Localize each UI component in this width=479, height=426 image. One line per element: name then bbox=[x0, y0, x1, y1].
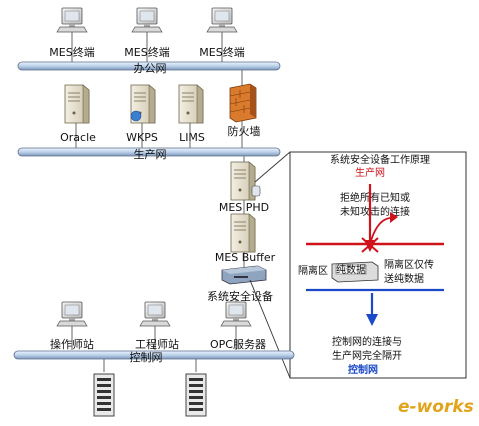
control-network-bus: 控制网 bbox=[13, 350, 295, 364]
principle-control-text-2: 生产网完全隔开 bbox=[332, 349, 402, 362]
mes-buffer-label: MES Buffer bbox=[215, 251, 276, 264]
principle-bottom-zone: 控制网 bbox=[348, 363, 378, 376]
office-network-bus: 办公网 bbox=[17, 61, 281, 75]
mes-phd-label: MES PHD bbox=[219, 201, 269, 214]
terminal-icon bbox=[139, 301, 171, 327]
terminal-icon bbox=[131, 7, 163, 33]
principle-device-label: 纯数据 bbox=[336, 263, 366, 276]
principle-panel: 系统安全设备工作原理 生产网 拒绝所有已知或 未知攻击的连接 隔离区 纯数据 隔… bbox=[289, 151, 467, 379]
control-rack-2 bbox=[185, 359, 207, 417]
pure-data-device: 纯数据 bbox=[331, 261, 379, 283]
office-network-label: 办公网 bbox=[134, 62, 167, 75]
firewall-icon bbox=[229, 83, 257, 123]
control-station-operator: 操作师站 bbox=[50, 301, 94, 351]
security-device: 系统安全设备 bbox=[207, 265, 273, 303]
rack-server-icon bbox=[93, 373, 115, 417]
principle-panel-frame bbox=[289, 151, 467, 379]
server-icon bbox=[230, 213, 256, 253]
engineer-station-label: 工程师站 bbox=[135, 337, 179, 351]
server-lims-label: LIMS bbox=[179, 131, 205, 144]
firewall-label: 防火墙 bbox=[228, 124, 261, 138]
globe-icon bbox=[130, 110, 142, 122]
principle-block-text-1: 拒绝所有已知或 bbox=[340, 191, 410, 204]
principle-top-zone: 生产网 bbox=[355, 166, 385, 179]
principle-panel-title: 系统安全设备工作原理 bbox=[330, 153, 430, 166]
security-device-icon bbox=[221, 265, 267, 285]
opc-server-label: OPC服务器 bbox=[210, 338, 266, 351]
firewall: 防火墙 bbox=[228, 83, 261, 138]
production-network-label: 生产网 bbox=[134, 147, 167, 161]
office-terminal-label: MES终端 bbox=[124, 45, 169, 59]
principle-block-text-2: 未知攻击的连接 bbox=[340, 205, 410, 218]
database-icon bbox=[251, 185, 261, 197]
server-icon bbox=[230, 161, 256, 201]
server-wkps: WKPS bbox=[126, 84, 158, 148]
office-terminal-label: MES终端 bbox=[199, 45, 244, 59]
terminal-icon bbox=[56, 301, 88, 327]
terminal-icon bbox=[56, 7, 88, 33]
callout-line-bottom bbox=[249, 279, 291, 379]
mes-phd-server: MES PHD bbox=[219, 161, 269, 214]
principle-isolation-text-2: 送纯数据 bbox=[384, 272, 424, 285]
rack-server-icon bbox=[185, 373, 207, 417]
office-terminal-2: MES终端 bbox=[124, 7, 170, 62]
mes-buffer-server: MES Buffer bbox=[215, 213, 276, 264]
down-arrow-icon bbox=[366, 293, 378, 326]
control-station-engineer: 工程师站 bbox=[135, 301, 179, 351]
watermark-text: e-works bbox=[398, 397, 474, 417]
server-wkps-label: WKPS bbox=[126, 131, 158, 144]
server-oracle-label: Oracle bbox=[60, 131, 96, 144]
production-network-bus: 生产网 bbox=[17, 147, 281, 161]
server-oracle: Oracle bbox=[60, 84, 96, 148]
control-opc-server: OPC服务器 bbox=[210, 300, 266, 351]
server-icon bbox=[178, 84, 204, 124]
operator-station-label: 操作师站 bbox=[50, 337, 94, 351]
control-rack-1 bbox=[93, 359, 115, 417]
terminal-icon bbox=[206, 7, 238, 33]
server-lims: LIMS bbox=[178, 84, 205, 148]
office-terminal-3: MES终端 bbox=[199, 7, 245, 62]
server-icon bbox=[64, 84, 90, 124]
watermark-logo: e-works bbox=[398, 397, 474, 417]
principle-isolation-label: 隔离区 bbox=[298, 264, 328, 277]
security-device-label: 系统安全设备 bbox=[207, 289, 273, 303]
callout-line-top bbox=[254, 151, 291, 183]
principle-control-text-1: 控制网的连接与 bbox=[332, 335, 402, 348]
principle-isolation-text-1: 隔离区仅传 bbox=[384, 258, 434, 271]
control-network-label: 控制网 bbox=[130, 350, 163, 364]
office-terminal-1: MES终端 bbox=[49, 7, 95, 62]
terminal-icon bbox=[220, 301, 252, 327]
office-terminal-label: MES终端 bbox=[49, 45, 94, 59]
